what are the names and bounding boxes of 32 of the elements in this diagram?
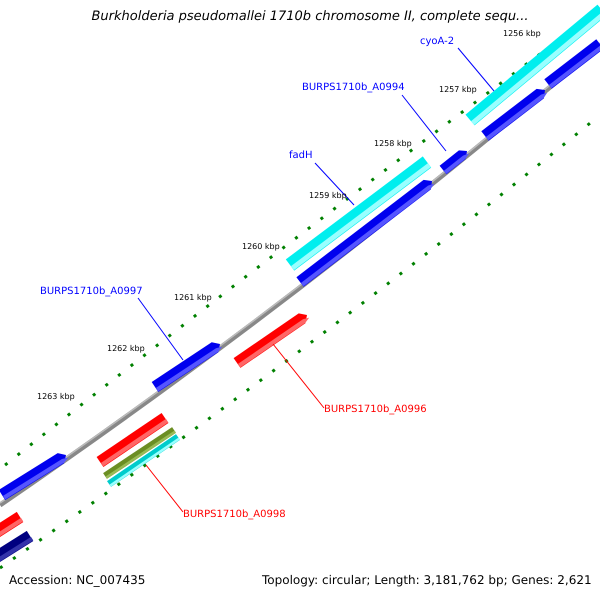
gene-label: cyoA-2 <box>420 36 454 47</box>
gene-feature <box>234 313 310 368</box>
leader-line <box>272 344 324 408</box>
tick-label: 1256 kbp <box>503 30 541 39</box>
gene-feature <box>0 512 24 538</box>
tick-label: 1263 kbp <box>37 393 75 402</box>
gene-feature <box>481 88 548 141</box>
gene-feature <box>544 39 600 89</box>
map-title: Burkholderia pseudomallei 1710b chromosome II, complete sequ... <box>90 10 530 24</box>
leader-line <box>402 94 446 152</box>
gene-feature <box>152 342 222 392</box>
leader-line <box>146 464 184 512</box>
footer-text: Accession: NC_007435 <box>9 574 146 588</box>
gene-label: BURPS1710b_A0998 <box>183 509 286 520</box>
gene-label: BURPS1710b_A0994 <box>302 82 405 93</box>
tick-label: 1259 kbp <box>309 192 347 201</box>
footer-text: Topology: circular; Length: 3,181,762 bp; Genes: 2,621 <box>262 574 592 588</box>
gene-feature <box>296 180 434 287</box>
leader-line <box>314 162 354 206</box>
leader-line <box>458 48 494 92</box>
gene-feature <box>0 530 34 564</box>
leader-line <box>138 298 184 360</box>
gene-label: BURPS1710b_A0997 <box>40 286 143 297</box>
gene-feature <box>96 413 168 467</box>
gene-feature <box>440 150 469 174</box>
gene-feature <box>0 453 68 500</box>
tick-label: 1261 kbp <box>174 294 212 303</box>
gene-label: BURPS1710b_A0996 <box>324 404 427 415</box>
tick-label: 1260 kbp <box>242 243 280 252</box>
tick-label: 1258 kbp <box>374 140 412 149</box>
tick-label: 1257 kbp <box>439 86 477 95</box>
gene-label: fadH <box>289 150 313 161</box>
